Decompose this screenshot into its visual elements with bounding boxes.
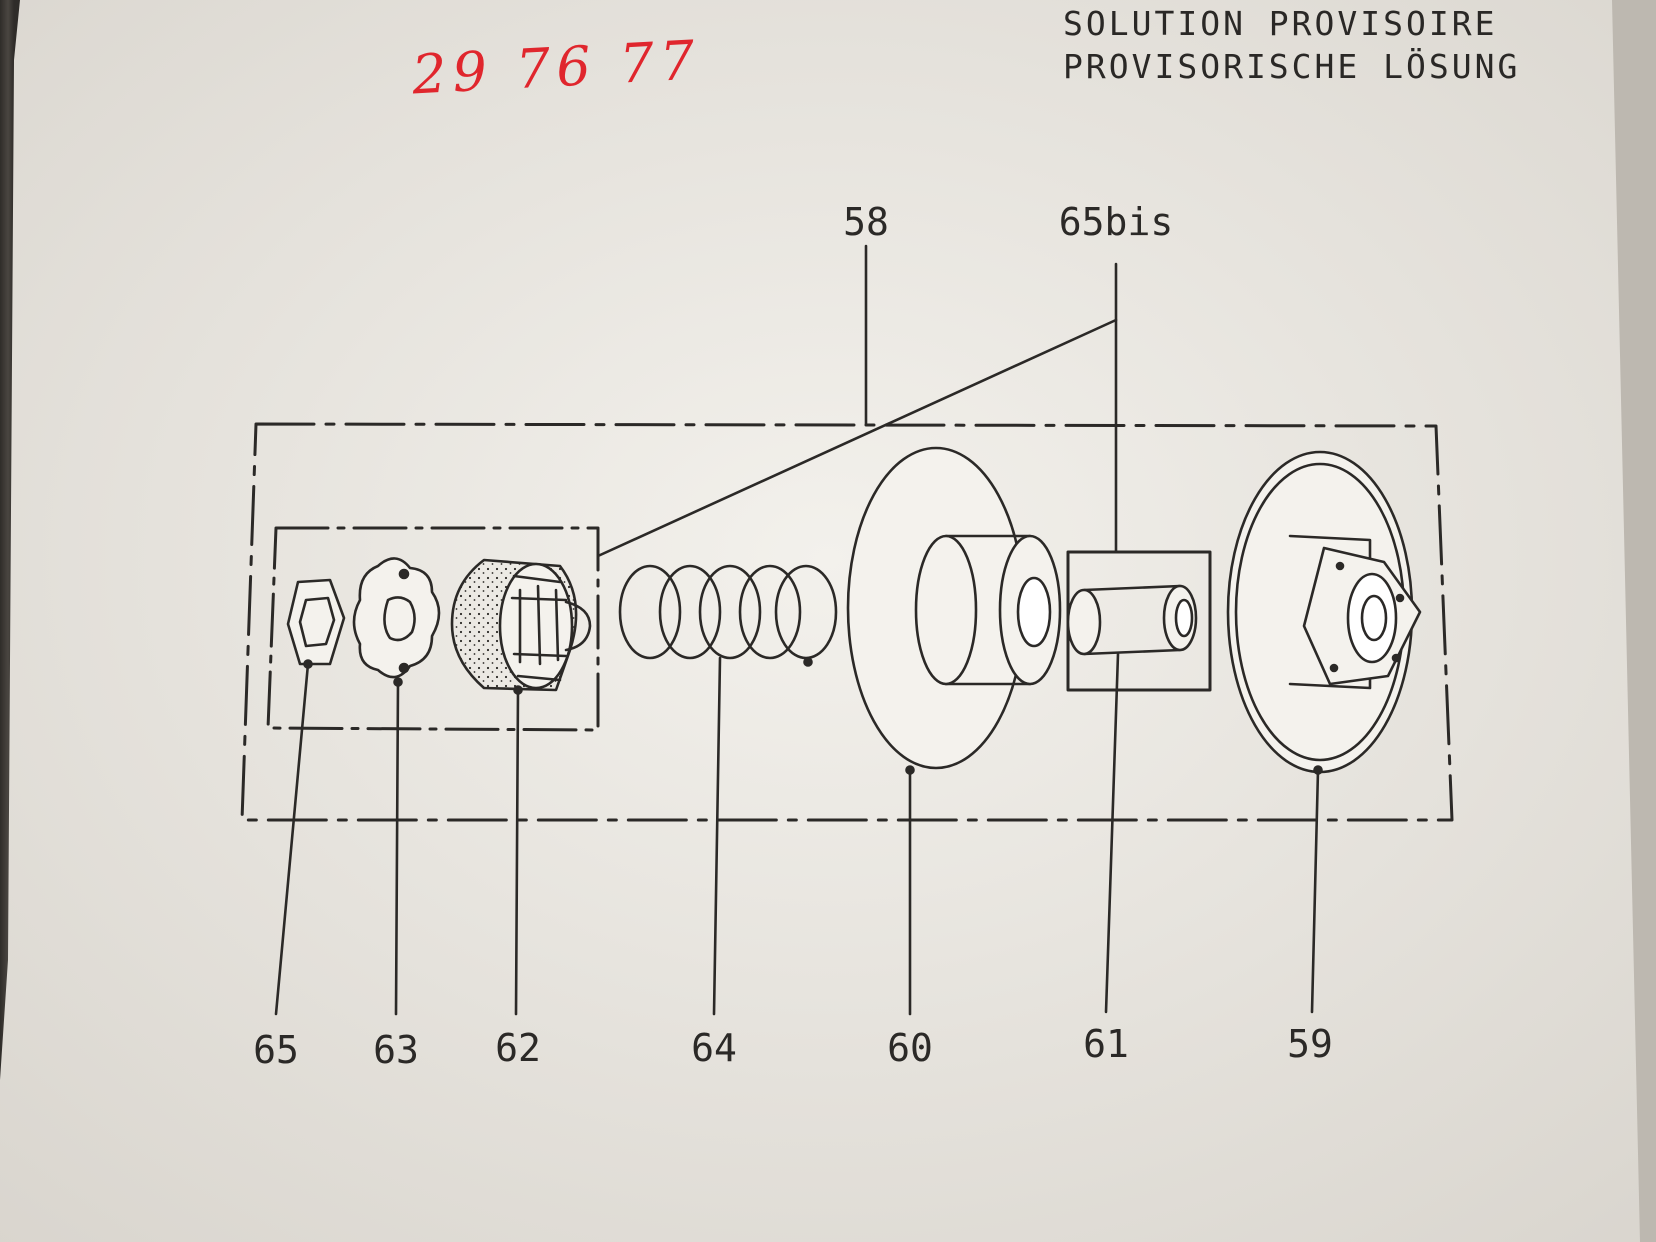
leader-62 [514, 688, 520, 1016]
leader-65 [274, 662, 310, 1016]
leader-65bis-diagonal [596, 318, 1118, 558]
callout-65bis: 65bis [1058, 200, 1174, 244]
inner-subassembly-frame [266, 526, 600, 732]
callout-64: 64 [691, 1026, 737, 1070]
leader-63 [394, 680, 400, 1016]
leader-64 [712, 656, 722, 1016]
header-line-german: PROVISORISCHE LÖSUNG [1063, 47, 1521, 86]
callout-60: 60 [887, 1026, 933, 1070]
part-60-pulley [846, 446, 1062, 775]
header-line-french: SOLUTION PROVISOIRE [1063, 4, 1498, 43]
callout-59: 59 [1287, 1022, 1333, 1066]
part-59-fixed-pulley [1226, 450, 1422, 775]
part-61-sleeve [1066, 584, 1198, 656]
part-62-clutch-drum [450, 558, 592, 695]
callout-61: 61 [1083, 1022, 1129, 1066]
leader-61 [1104, 652, 1120, 1014]
part-65-washer [286, 578, 346, 669]
paper-shadow-edge [1612, 0, 1656, 1242]
callout-63: 63 [373, 1028, 419, 1072]
callout-62: 62 [495, 1026, 541, 1070]
part-63-lobed-plate [352, 557, 441, 687]
outer-assembly-frame [240, 422, 1454, 822]
callout-58: 58 [843, 200, 889, 244]
part-64-spring [618, 564, 838, 667]
callout-65: 65 [253, 1028, 299, 1072]
leader-59 [1310, 768, 1320, 1014]
